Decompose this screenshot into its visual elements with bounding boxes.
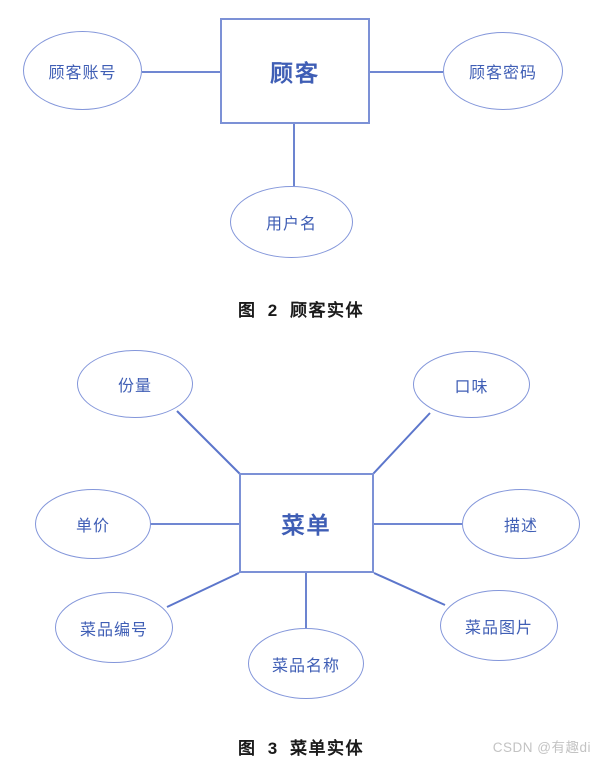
attribute-node-customer-account: 顾客账号: [23, 31, 142, 110]
entity-label-customer: 顾客: [270, 60, 320, 86]
entity-node-customer: 顾客: [220, 18, 370, 124]
attribute-node-dish-number: 菜品编号: [55, 592, 173, 663]
attribute-label-dish-name: 菜品名称: [271, 657, 340, 675]
attribute-node-description: 描述: [462, 489, 580, 559]
attribute-node-dish-name: 菜品名称: [248, 628, 364, 699]
connector-line-taste: [372, 412, 431, 475]
csdn-watermark: CSDN @有趣di: [492, 740, 591, 755]
attribute-label-username: 用户名: [265, 216, 317, 233]
figure3-caption: 图 3 菜单实体: [238, 739, 364, 758]
attribute-node-portion: 份量: [77, 350, 193, 418]
attribute-label-dish-number: 菜品编号: [79, 621, 148, 639]
attribute-node-username: 用户名: [230, 186, 353, 258]
figure2-caption: 图 2 顾客实体: [238, 301, 364, 320]
attribute-label-portion: 份量: [117, 378, 152, 395]
attribute-label-customer-account: 顾客账号: [48, 64, 117, 82]
connector-line-dish-number: [166, 572, 240, 608]
attribute-node-unit-price: 单价: [35, 489, 151, 559]
attribute-label-customer-password: 顾客密码: [468, 65, 537, 82]
connector-line-dish-picture: [373, 572, 446, 606]
attribute-node-taste: 口味: [413, 351, 530, 418]
attribute-label-unit-price: 单价: [75, 518, 110, 535]
attribute-label-taste: 口味: [454, 378, 489, 396]
attribute-label-description: 描述: [503, 518, 538, 535]
attribute-node-customer-password: 顾客密码: [443, 32, 563, 110]
attribute-node-dish-picture: 菜品图片: [440, 590, 558, 661]
connector-line-portion: [176, 410, 241, 475]
attribute-label-dish-picture: 菜品图片: [464, 619, 533, 637]
entity-label-menu: 菜单: [281, 512, 332, 538]
entity-node-menu: 菜单: [239, 473, 374, 573]
